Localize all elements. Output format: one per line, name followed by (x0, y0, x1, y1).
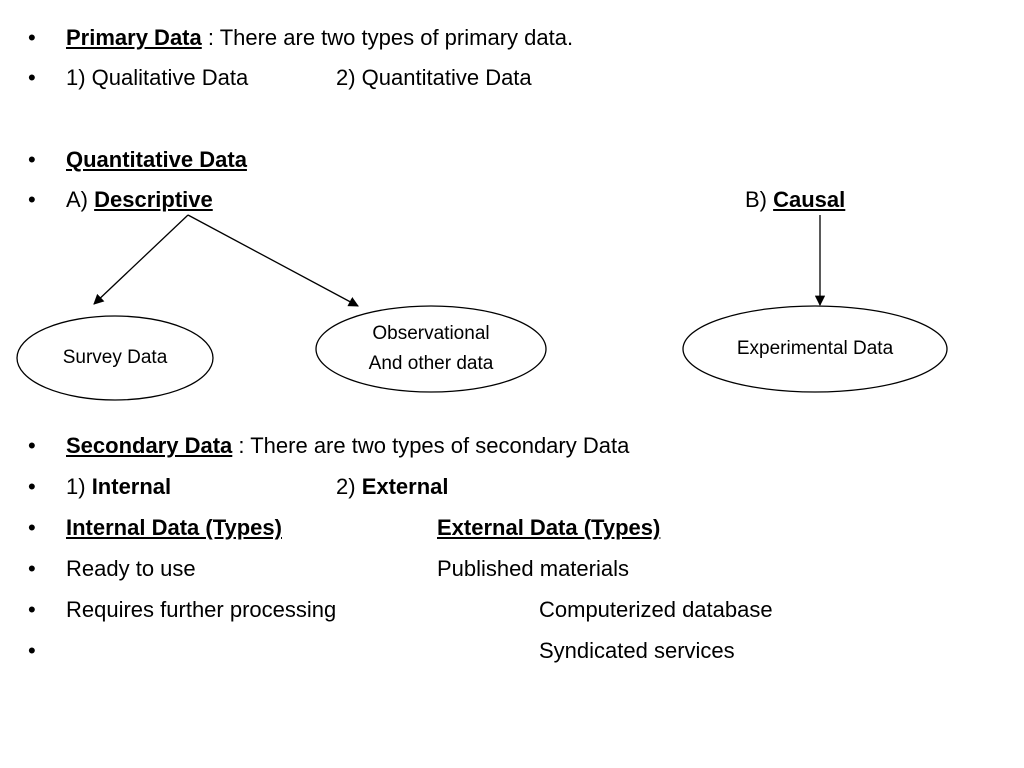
internal-prefix: 1) (66, 474, 92, 499)
requires-further-processing: Requires further processing (66, 597, 337, 622)
internal-types-heading: Internal Data (Types) (66, 515, 282, 540)
survey-data-label: Survey Data (62, 347, 168, 368)
computerized-database: Computerized database (539, 597, 773, 622)
ready-to-use: Ready to use (66, 556, 196, 581)
qualitative-data: 1) Qualitative Data (66, 65, 249, 90)
observational-line-1: Observational (372, 323, 490, 344)
observational-line-2: And other data (368, 353, 494, 374)
syndicated-services: Syndicated services (539, 638, 735, 663)
bullet: • (28, 597, 36, 622)
quantitative-data-heading: Quantitative Data (66, 147, 247, 172)
causal-label: Causal (773, 187, 846, 212)
arrow-descriptive-to-observational (187, 214, 359, 307)
descriptive-prefix: A) (66, 187, 95, 212)
published-materials: Published materials (437, 556, 629, 581)
bullet: • (28, 638, 36, 663)
observational-data-ellipse (315, 305, 547, 393)
secondary-data-text: : There are two types of secondary Data (232, 433, 630, 458)
bullet: • (28, 474, 36, 499)
bullet: • (28, 556, 36, 581)
quantitative-data: 2) Quantitative Data (336, 65, 532, 90)
external-prefix: 2) (336, 474, 362, 499)
survey-data-ellipse (16, 315, 214, 401)
secondary-data-heading: Secondary Data (66, 433, 233, 458)
bullet: • (28, 187, 36, 212)
bullet: • (28, 515, 36, 540)
external-types-heading: External Data (Types) (437, 515, 661, 540)
bullet: • (28, 65, 36, 90)
observational-data-label: Observational And other data (316, 319, 546, 379)
experimental-data-ellipse (682, 305, 948, 393)
descriptive-label: Descriptive (94, 187, 213, 212)
bullet: • (28, 25, 36, 50)
experimental-data-label: Experimental Data (736, 338, 894, 359)
external-label: External (361, 474, 449, 499)
primary-data-text: : There are two types of primary data. (201, 25, 574, 50)
primary-data-heading: Primary Data (66, 25, 202, 50)
arrow-descriptive-to-survey (93, 214, 189, 305)
causal-prefix: B) (745, 187, 774, 212)
bullet: • (28, 147, 36, 172)
bullet: • (28, 433, 36, 458)
internal-label: Internal (91, 474, 172, 499)
